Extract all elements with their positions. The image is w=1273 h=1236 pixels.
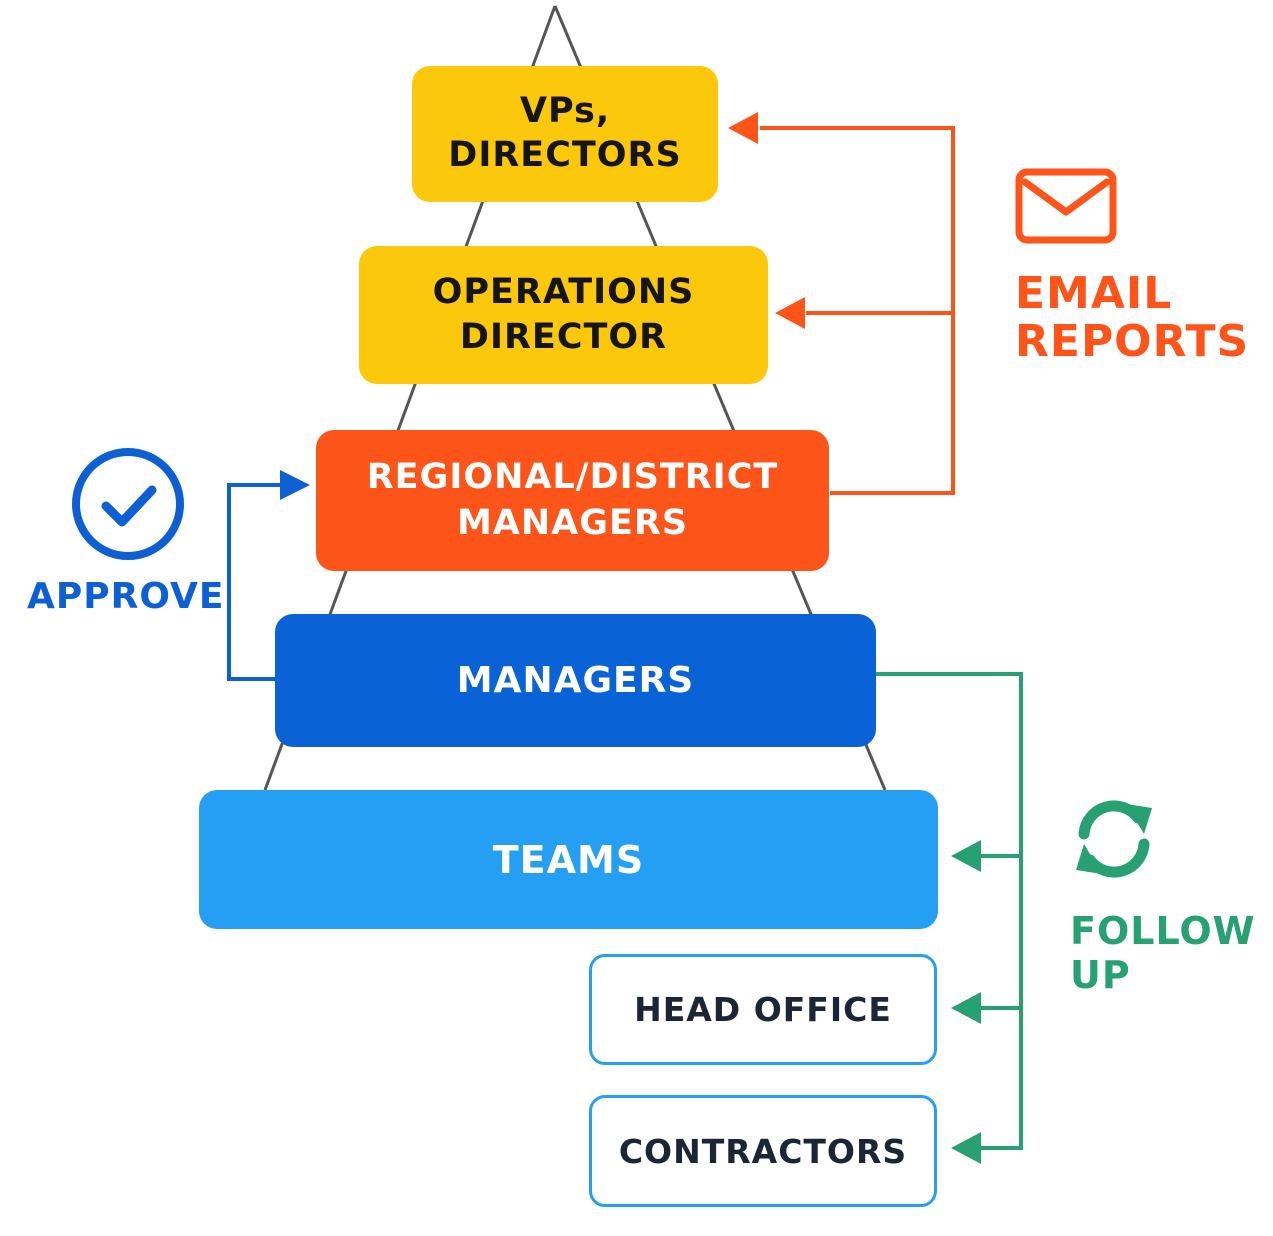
approve-label: APPROVE [27, 576, 225, 617]
arrow-to-teams [951, 840, 981, 872]
managers-label: MANAGERS [456, 660, 695, 701]
follow-arrowheads [951, 840, 981, 1164]
email-label-line1: EMAIL [1015, 268, 1173, 319]
regional-label-line1: REGIONAL/DISTRICT [366, 457, 779, 497]
email-label-line2: REPORTS [1015, 316, 1250, 368]
operations-label-line2: DIRECTOR [459, 317, 668, 357]
regional-label-line2: MANAGERS [456, 502, 689, 543]
head-office-box: HEAD OFFICE [589, 954, 937, 1065]
level-operations-director: OPERATIONS DIRECTOR [359, 246, 768, 384]
arrow-to-vps [728, 112, 758, 144]
level-managers: MANAGERS [275, 614, 876, 747]
follow-up-connector [876, 672, 1023, 1150]
vps-label-line2: DIRECTORS [448, 135, 682, 175]
refresh-icon [1076, 800, 1152, 878]
follow-up-label: FOLLOW UP [1070, 909, 1256, 997]
approve-connector [227, 483, 282, 681]
arrow-to-operations [775, 297, 805, 329]
email-arrowheads [728, 112, 805, 329]
vps-label-line1: VPs, [519, 91, 611, 132]
teams-label: TEAMS [492, 837, 645, 882]
head-office-label: HEAD OFFICE [634, 990, 892, 1029]
arrow-to-head-office [951, 992, 981, 1024]
arrow-to-regional [280, 470, 310, 500]
email-reports-connector [760, 126, 955, 495]
contractors-label: CONTRACTORS [618, 1131, 908, 1171]
follow-label-line1: FOLLOW [1070, 909, 1256, 953]
operations-label-line1: OPERATIONS [432, 271, 695, 312]
level-teams: TEAMS [199, 790, 938, 929]
envelope-icon [1015, 168, 1117, 244]
level-vps-directors: VPs, DIRECTORS [412, 66, 718, 202]
arrow-to-contractors [951, 1132, 981, 1164]
contractors-box: CONTRACTORS [589, 1095, 937, 1207]
follow-label-line2: UP [1070, 952, 1131, 997]
email-reports-label: EMAIL REPORTS [1015, 268, 1250, 368]
level-regional-district-managers: REGIONAL/DISTRICT MANAGERS [316, 430, 829, 571]
check-circle-icon [72, 448, 184, 560]
